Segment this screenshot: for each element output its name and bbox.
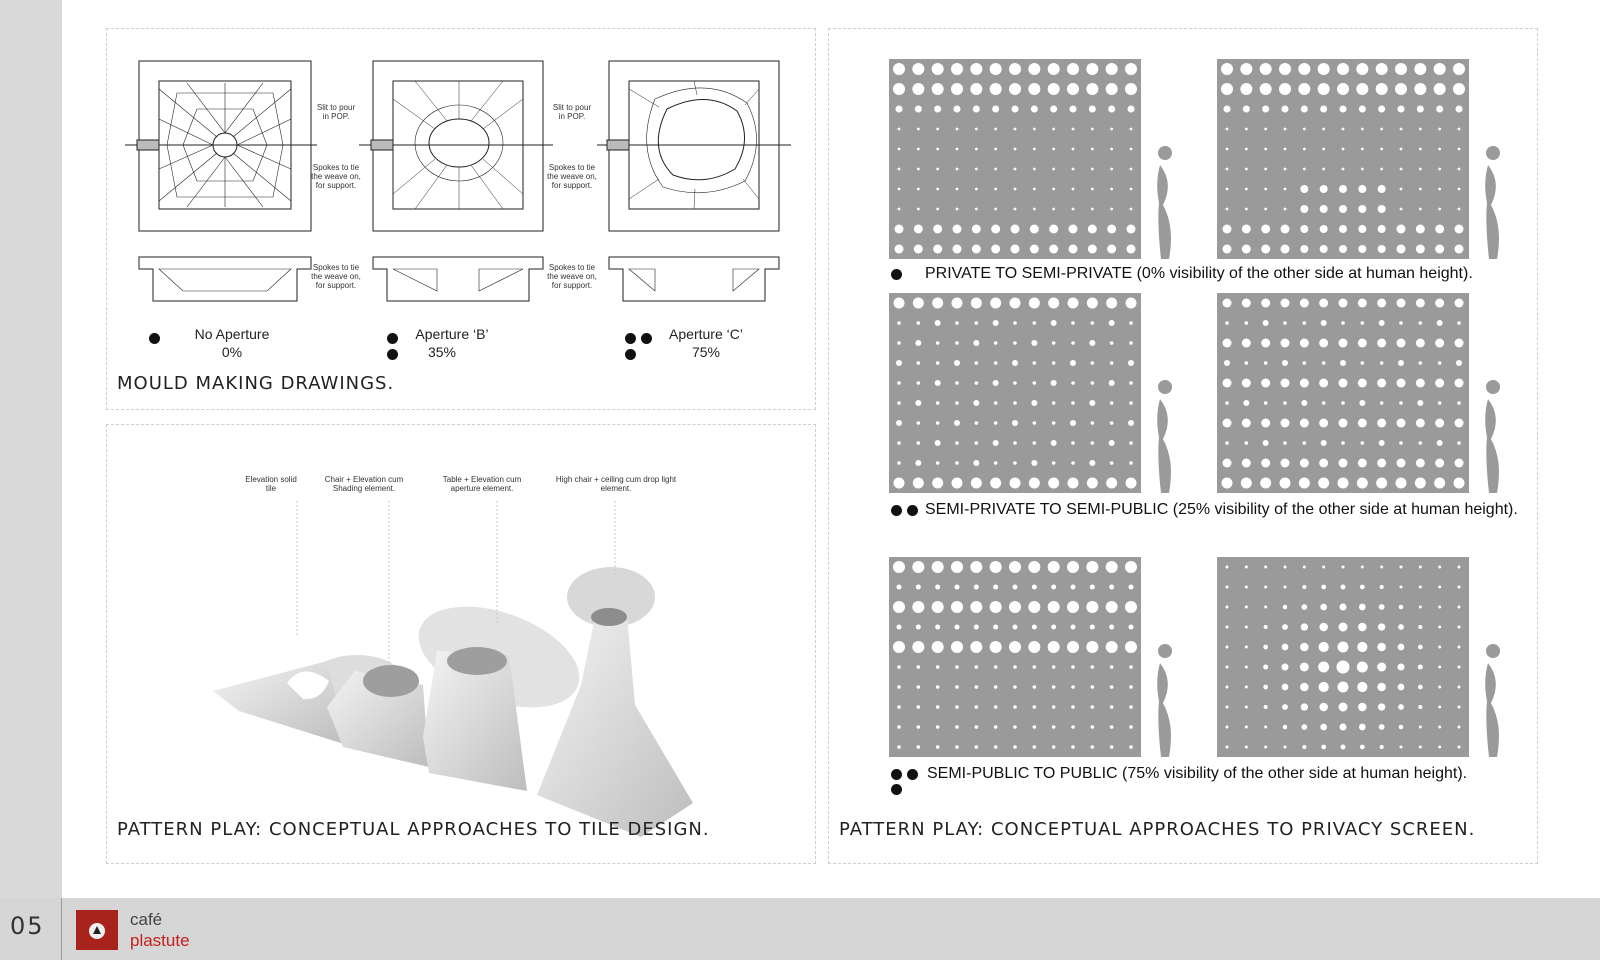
- privacy-screen-panel-2-2: [1217, 293, 1469, 493]
- tile-label-3: Table + Elevation cum aperture element.: [442, 475, 522, 493]
- privacy-row-3-caption: SEMI-PUBLIC TO PUBLIC (75% visibility of…: [927, 765, 1468, 782]
- aperture-value-b: 35%: [427, 344, 457, 360]
- visibility-dot: [891, 269, 902, 280]
- human-figure-icon: [1157, 380, 1172, 493]
- human-figure-icon: [1485, 380, 1500, 493]
- tile-label-4: High chair + ceiling cum drop light elem…: [555, 475, 677, 493]
- mould-drawings-panel: Slit to pour in POP. Spokes to tie the w…: [106, 28, 816, 410]
- human-figure-icon: [1157, 146, 1172, 259]
- brand-name-line1: café: [130, 910, 163, 929]
- visibility-dot: [907, 505, 918, 516]
- privacy-row-1-caption: PRIVATE TO SEMI-PRIVATE (0% visibility o…: [925, 265, 1473, 282]
- visibility-dot: [891, 505, 902, 516]
- aperture-value-c: 75%: [691, 344, 721, 360]
- aperture-dot: [387, 349, 398, 360]
- mould-plan-drawings: [125, 60, 791, 302]
- logo-emblem-icon: [76, 910, 118, 950]
- page-number: 05: [10, 912, 45, 940]
- tile-label-2: Chair + Elevation cum Shading element.: [324, 475, 404, 493]
- privacy-screen-grid: [889, 59, 1500, 757]
- privacy-screen-panel: PRIVATE TO SEMI-PRIVATE (0% visibility o…: [828, 28, 1538, 864]
- footer-bar: 05 café plastute: [0, 898, 1600, 960]
- visibility-dot: [891, 769, 902, 780]
- note-slit-1: Slit to pour in POP.: [316, 103, 356, 121]
- note-spokes-4: Spokes to tie the weave on, for support.: [547, 263, 597, 290]
- privacy-screen-panel-3-2: [1217, 557, 1469, 757]
- privacy-caption: PATTERN PLAY: CONCEPTUAL APPROACHES TO P…: [839, 819, 1476, 840]
- tile-design-panel: Elevation solid tile Chair + Elevation c…: [106, 424, 816, 864]
- brand-logo: [76, 910, 118, 950]
- brand-name-line2: plastute: [130, 931, 190, 950]
- human-figure-icon: [1485, 644, 1500, 757]
- note-spokes-2: Spokes to tie the weave on, for support.: [311, 263, 361, 290]
- aperture-dot: [149, 333, 160, 344]
- footer-divider: [61, 898, 62, 960]
- visibility-dot: [907, 769, 918, 780]
- human-figure-icon: [1485, 146, 1500, 259]
- tile-caption: PATTERN PLAY: CONCEPTUAL APPROACHES TO T…: [117, 819, 710, 840]
- aperture-name-c: Aperture ‘C’: [669, 326, 743, 342]
- mould-caption: MOULD MAKING DRAWINGS.: [117, 373, 395, 394]
- aperture-dot: [625, 333, 636, 344]
- aperture-dot: [641, 333, 652, 344]
- privacy-screen-panel-1-1: [889, 59, 1141, 259]
- left-sidebar: [0, 0, 62, 898]
- tile-render-illustration: [213, 501, 693, 837]
- human-figure-icon: [1157, 644, 1172, 757]
- aperture-value-a: 0%: [221, 344, 243, 360]
- tile-label-1: Elevation solid tile: [245, 475, 297, 493]
- aperture-name-a: No Aperture: [194, 326, 270, 342]
- privacy-screen-panel-3-1: [889, 557, 1141, 757]
- privacy-screen-panel-1-2: [1217, 59, 1469, 259]
- aperture-dot: [387, 333, 398, 344]
- aperture-dot: [625, 349, 636, 360]
- note-spokes-1: Spokes to tie the weave on, for support.: [311, 163, 361, 190]
- privacy-row-2-caption: SEMI-PRIVATE TO SEMI-PUBLIC (25% visibil…: [925, 501, 1518, 518]
- aperture-name-b: Aperture ‘B’: [415, 326, 489, 342]
- note-spokes-3: Spokes to tie the weave on, for support.: [547, 163, 597, 190]
- note-slit-2: Slit to pour in POP.: [552, 103, 592, 121]
- privacy-screen-panel-2-1: [889, 293, 1141, 493]
- visibility-dot: [891, 784, 902, 795]
